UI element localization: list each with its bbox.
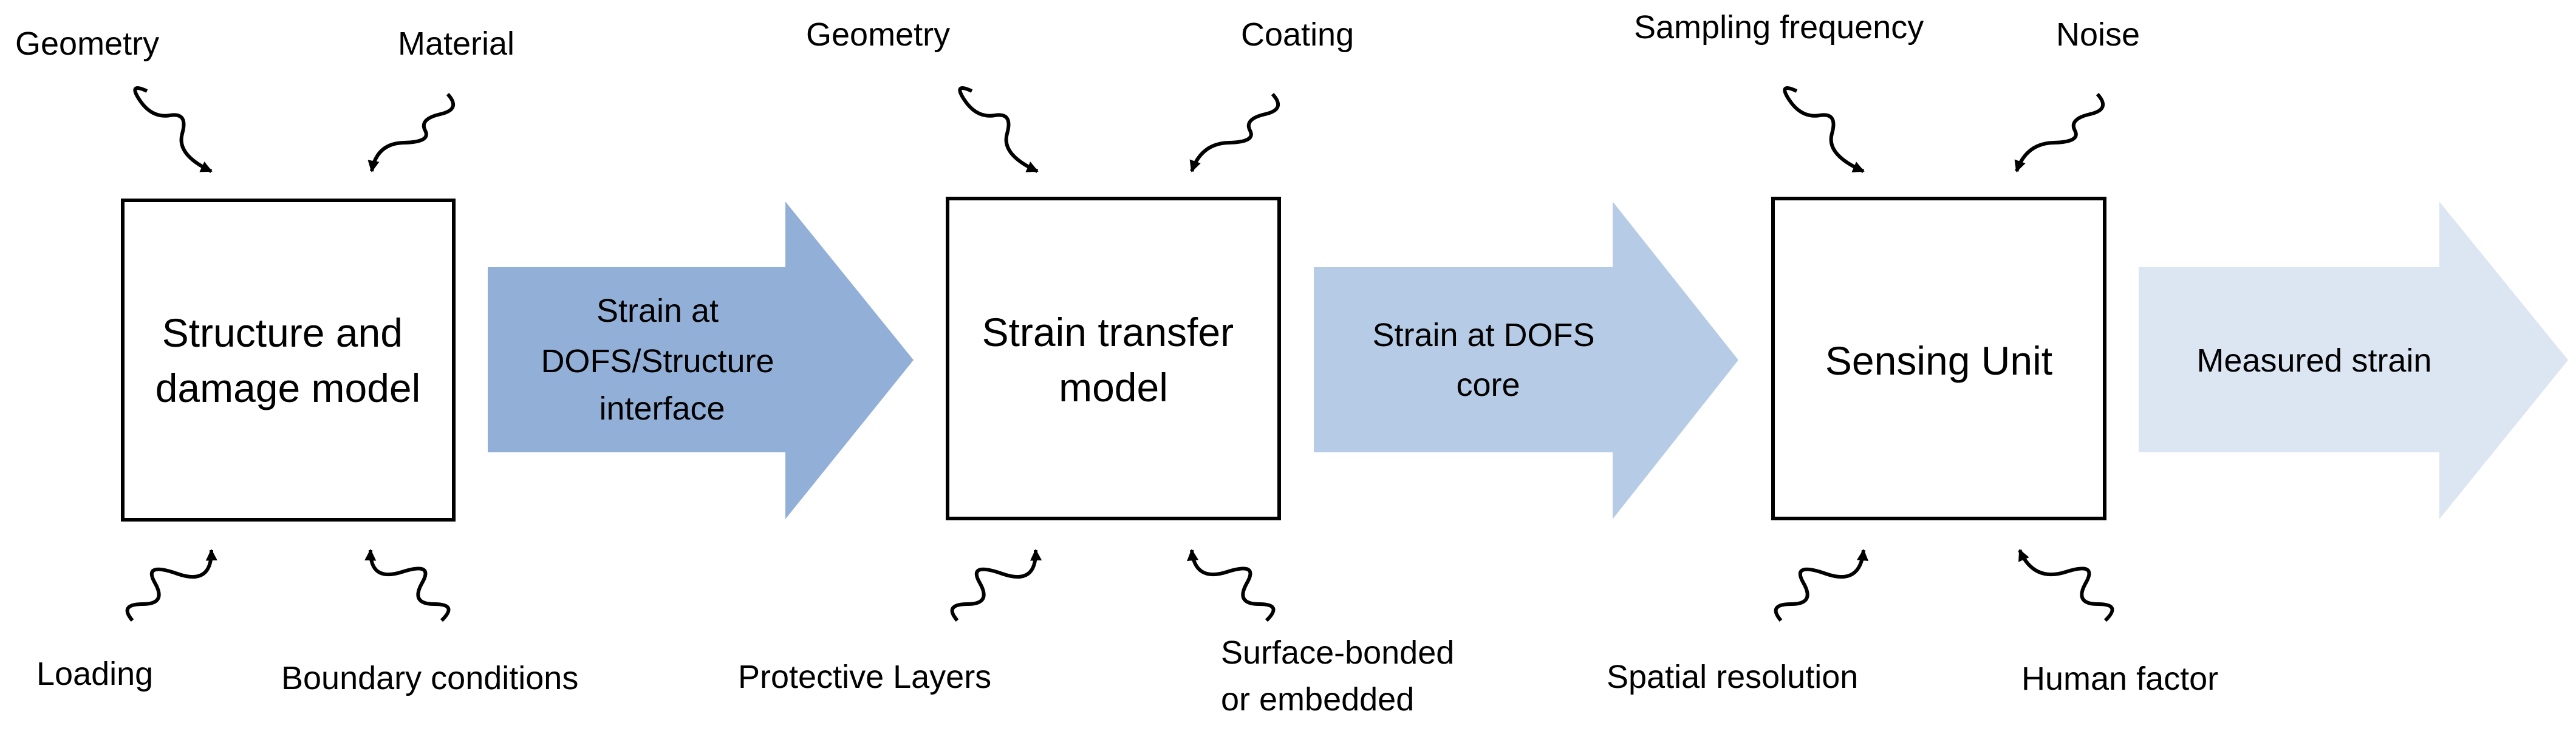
strain-transfer-title-line-1: Strain transfer (982, 310, 1234, 355)
sensing-unit-title-line-1: Sensing Unit (1825, 338, 2052, 383)
sensing-unit-title: Sensing Unit (1825, 338, 2052, 383)
flow-arrow-1: Strain at DOFS/Structure interface (488, 202, 914, 519)
wavy-arrow-icon (364, 549, 451, 622)
structure-input-geometry: Geometry (15, 25, 159, 62)
structure-model-box (121, 199, 456, 522)
flow-arrow-3-line-1: Measured strain (2196, 342, 2431, 379)
wavy-arrow-icon (2018, 549, 2114, 622)
strain-transfer-title-line-2: model (1059, 365, 1168, 410)
structure-input-boundary-conditions: Boundary conditions (281, 660, 578, 696)
wavy-arrow-icon (958, 86, 1039, 173)
block-strain-transfer-model: Strain transfer model Geometry Coating P… (738, 16, 1463, 718)
bonding-line-1: Surface-bonded (1221, 634, 1454, 671)
block-structure-model: Structure and damage model Geometry Mate… (15, 25, 578, 696)
sensing-input-spatial-resolution: Spatial resolution (1607, 659, 1858, 695)
flow-arrow-3-label: Measured strain (2196, 342, 2431, 379)
flow-arrow-1-line-3: interface (599, 390, 725, 427)
wavy-arrow-icon (133, 86, 213, 173)
structure-model-title-line-1: Structure and (162, 310, 403, 355)
wavy-arrow-icon (2014, 92, 2105, 172)
flow-arrow-1-shape (488, 202, 914, 519)
structure-input-loading: Loading (36, 656, 153, 692)
bonding-line-2: or embedded (1221, 681, 1414, 718)
sensing-input-human-factor: Human factor (2021, 661, 2218, 697)
strain-transfer-input-protective-layers: Protective Layers (738, 659, 991, 695)
sensing-input-sampling-frequency: Sampling frequency (1634, 9, 1924, 46)
flow-arrow-2-label: Strain at DOFS core (1372, 317, 1604, 403)
strain-transfer-input-bonding: Surface-bonded or embedded (1221, 634, 1463, 718)
wavy-arrow-icon (1189, 92, 1280, 172)
wavy-arrow-icon (367, 92, 456, 172)
flow-arrow-1-label: Strain at DOFS/Structure interface (541, 293, 783, 427)
structure-model-title-line-2: damage model (155, 365, 421, 410)
wavy-arrow-icon (125, 549, 217, 622)
flow-arrow-2-shape (1314, 202, 1738, 519)
flow-arrow-3: Measured strain (2139, 202, 2568, 519)
wavy-arrow-icon (1783, 86, 1865, 173)
flow-arrow-2: Strain at DOFS core (1314, 202, 1738, 519)
strain-transfer-input-geometry: Geometry (806, 16, 950, 53)
wavy-arrow-icon (1187, 549, 1276, 622)
flow-arrow-2-line-1: Strain at DOFS (1372, 317, 1594, 353)
strain-transfer-input-coating: Coating (1241, 16, 1354, 53)
flow-arrow-1-line-2: DOFS/Structure (541, 343, 774, 379)
wavy-arrow-icon (1774, 549, 1869, 622)
flow-arrow-2-line-2: core (1456, 367, 1520, 403)
structure-input-material: Material (398, 25, 514, 62)
sensing-input-noise: Noise (2056, 16, 2140, 53)
wavy-arrow-icon (950, 549, 1042, 622)
sensing-unit-box (1771, 197, 2106, 520)
block-sensing-unit: Sensing Unit Sampling frequency Noise Sp… (1607, 9, 2218, 697)
strain-transfer-box (946, 197, 1281, 520)
structure-model-title: Structure and damage model (155, 310, 421, 410)
strain-transfer-title: Strain transfer model (982, 310, 1245, 410)
flow-arrow-1-line-1: Strain at (596, 293, 719, 329)
flow-arrow-3-shape (2139, 202, 2568, 519)
